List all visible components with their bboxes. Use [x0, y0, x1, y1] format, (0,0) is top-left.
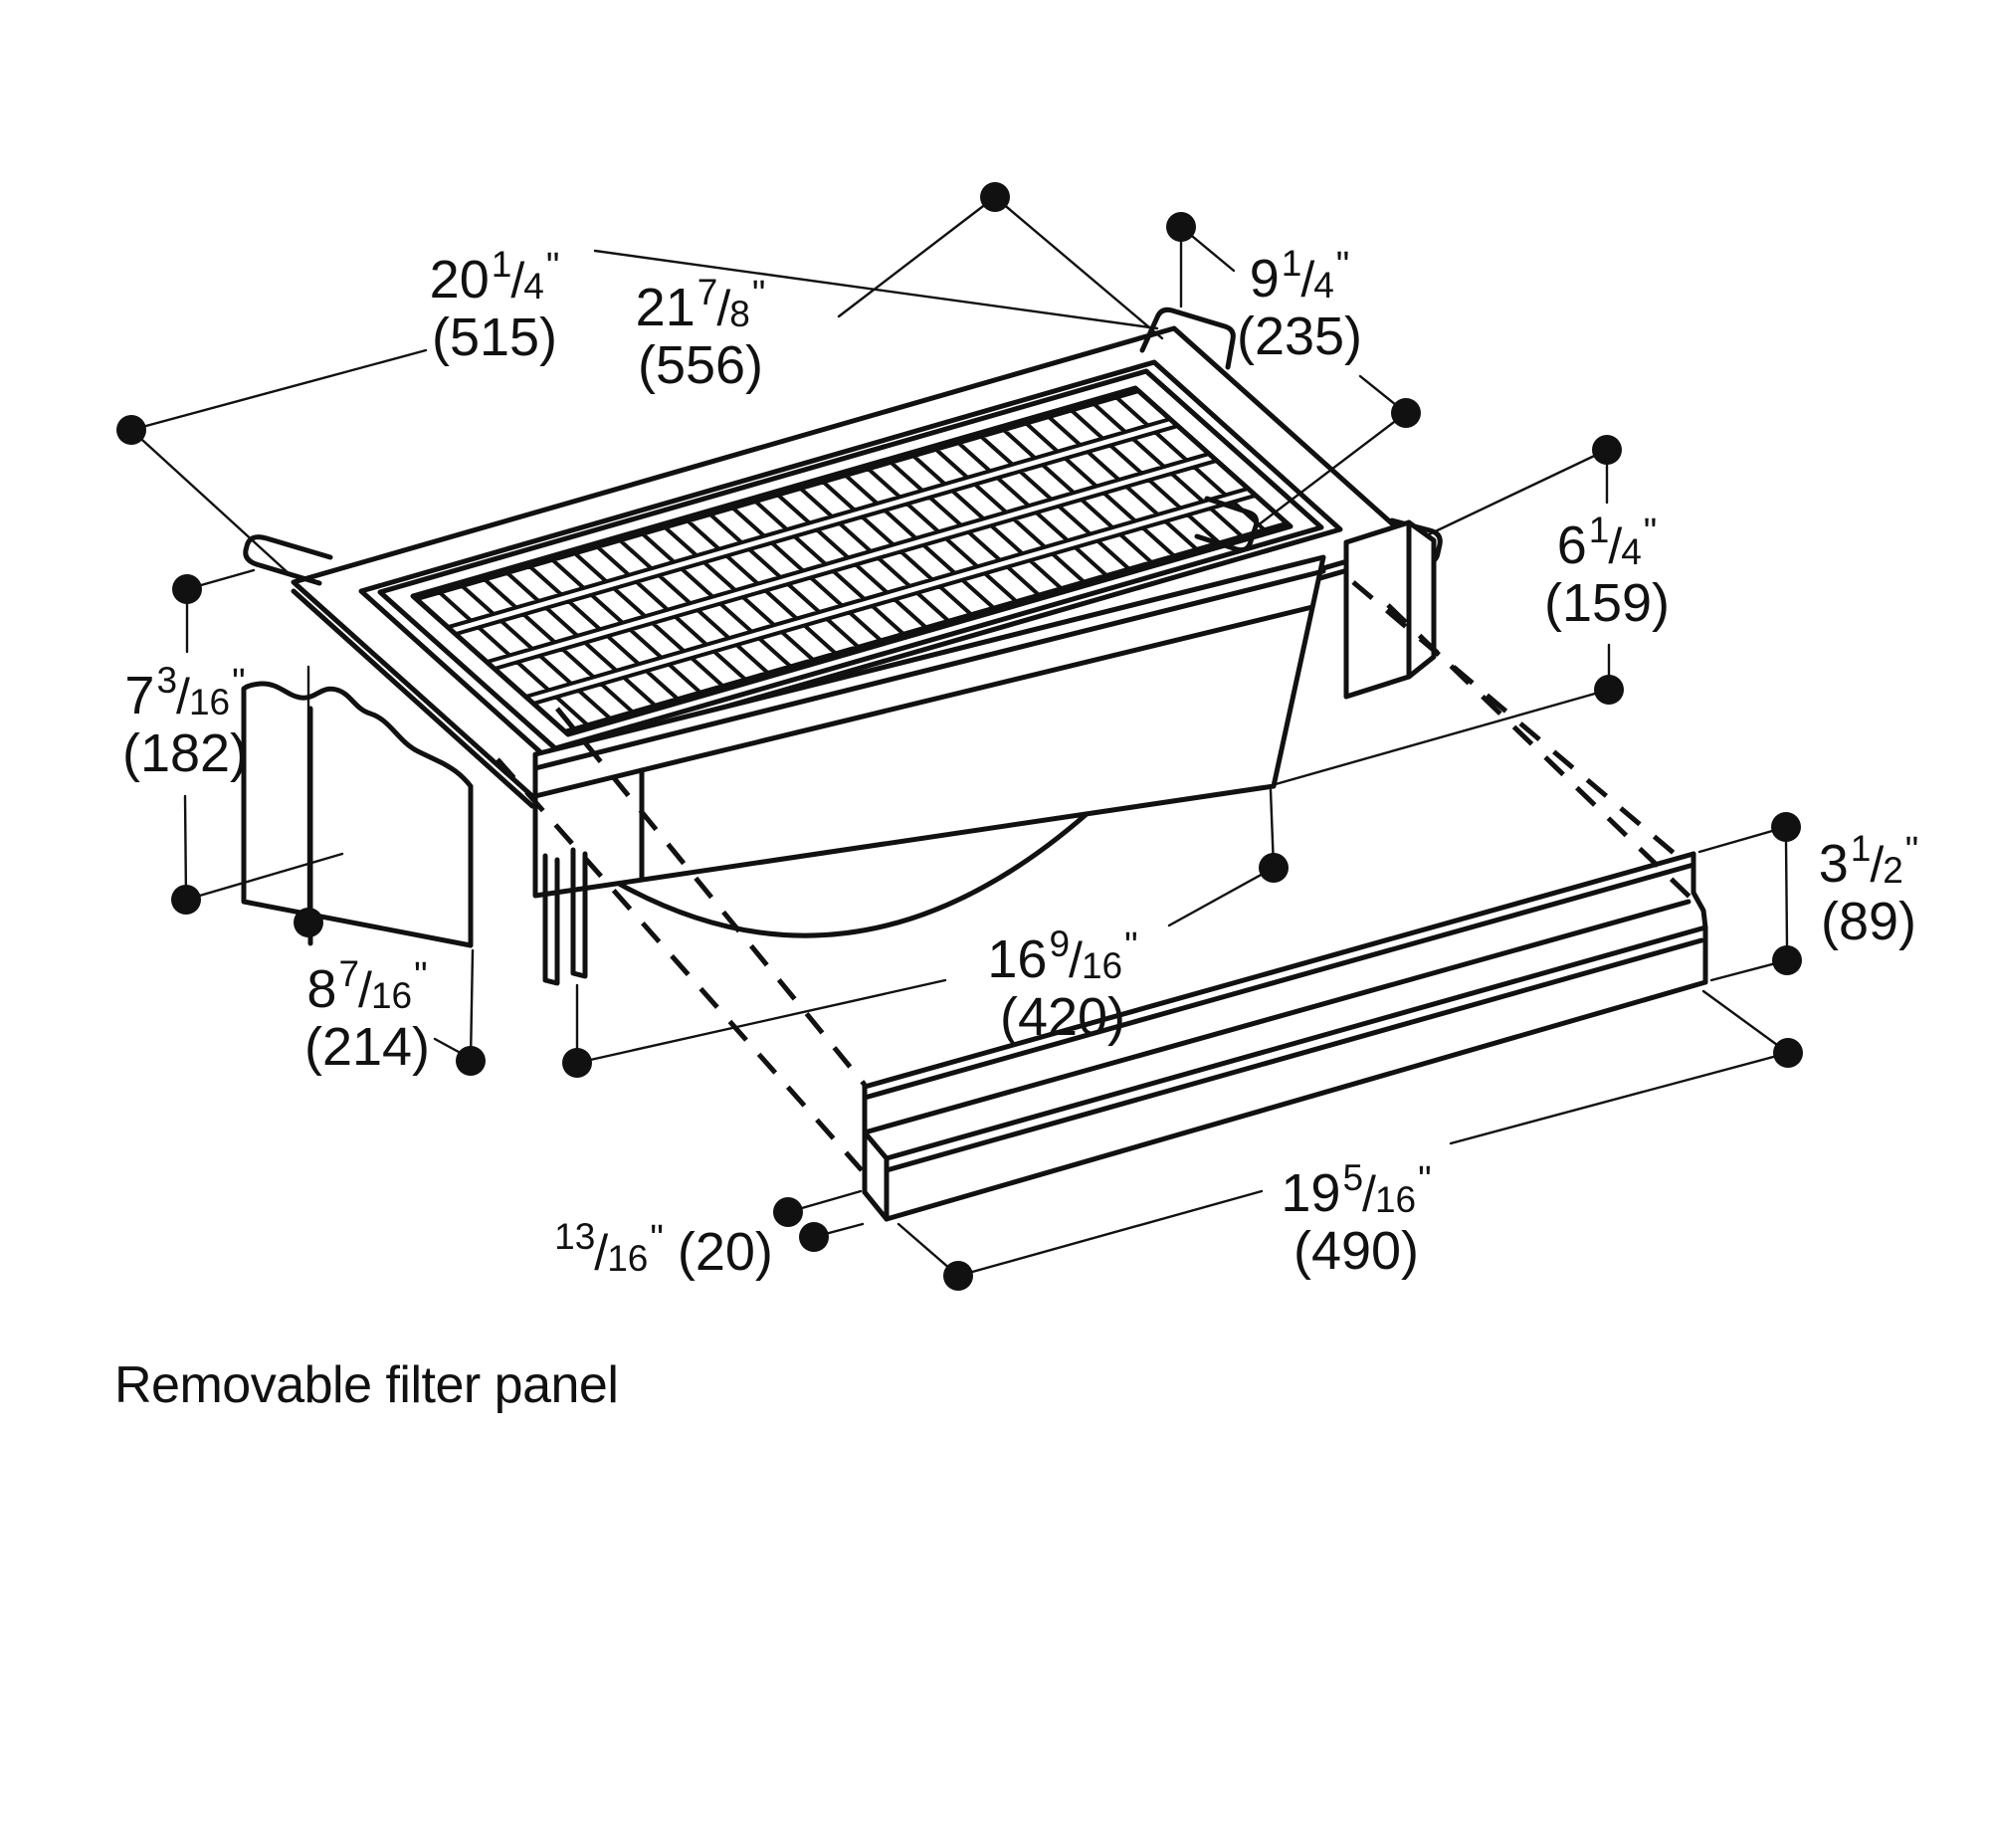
dimension-metric: (556): [637, 335, 764, 395]
dimension-inches: 13/16"(20): [554, 1216, 773, 1282]
dimension-label-182: 73/16" (182): [121, 660, 249, 784]
dimension-metric: (515): [431, 308, 558, 367]
dimension-inches: 195/16": [1281, 1157, 1432, 1223]
caption: Removable filter panel: [114, 1356, 619, 1414]
chassis-body: [532, 554, 1326, 986]
dimension-inches: 169/16": [987, 924, 1138, 989]
mounting-tab-left: [243, 534, 333, 586]
blower-arc: [616, 811, 1090, 938]
dimension-metric: (235): [1236, 307, 1363, 366]
right-bracket: [1343, 519, 1437, 700]
dimension-inches: 201/4": [429, 244, 560, 309]
support-legs: [542, 847, 588, 986]
dimension-label-420: 169/16" (420): [987, 924, 1138, 1048]
dimension-label-89: 31/2" (89): [1818, 828, 1919, 952]
removable-filter-panel: [862, 851, 1708, 1222]
dimension-metric: (182): [121, 723, 249, 783]
dashed-projection-lines: [496, 580, 1693, 1172]
dimension-inches: 61/4": [1556, 510, 1658, 575]
dimension-metric: (490): [1293, 1221, 1420, 1281]
dimension-inches: 31/2": [1818, 828, 1919, 894]
left-filter-box: [241, 681, 474, 948]
dimension-inches: 217/8": [635, 272, 766, 337]
mounting-tab-top: [1139, 307, 1236, 370]
dimension-label-159: 61/4" (159): [1543, 510, 1671, 634]
filter-grid: [415, 388, 1290, 733]
dimension-label-556: 217/8" (556): [635, 272, 766, 396]
dimension-metric: (214): [303, 1017, 431, 1077]
dimension-label-235: 91/4" (235): [1236, 243, 1363, 367]
dimension-metric: (20): [677, 1222, 773, 1282]
dimension-markers: [116, 182, 1803, 1291]
dimension-label-490: 195/16" (490): [1281, 1157, 1432, 1282]
dimension-inches: 73/16": [124, 660, 246, 725]
dimension-label-515: 201/4" (515): [429, 244, 560, 368]
dimension-label-20: 13/16"(20): [552, 1216, 773, 1283]
dimension-metric: (420): [999, 987, 1126, 1047]
dimension-inches: 91/4": [1249, 243, 1350, 308]
dimension-label-214: 87/16" (214): [303, 953, 431, 1078]
dimension-metric: (89): [1820, 892, 1917, 951]
dimension-metric: (159): [1543, 573, 1671, 633]
dimension-inches: 87/16": [306, 953, 428, 1019]
